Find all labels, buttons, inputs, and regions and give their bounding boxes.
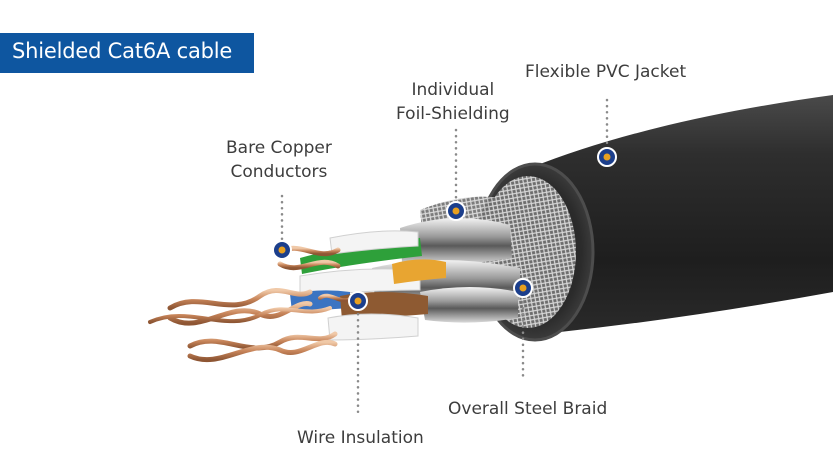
label-line: Wire Insulation	[297, 428, 424, 448]
bare-copper-pair	[187, 331, 338, 363]
label-wire-insulation: Wire Insulation	[297, 426, 424, 450]
label-individual-foil-shielding: Individual Foil-Shielding	[396, 78, 510, 126]
wire-insulation-orange	[392, 259, 446, 284]
title-banner: Shielded Cat6A cable	[0, 33, 254, 73]
label-bare-copper-conductors: Bare Copper Conductors	[226, 136, 332, 184]
marker-copper-conductors	[272, 240, 292, 260]
marker-steel-braid	[513, 278, 533, 298]
label-line: Foil-Shielding	[396, 104, 510, 124]
marker-wire-insulation	[348, 291, 368, 311]
label-overall-steel-braid: Overall Steel Braid	[448, 397, 607, 421]
label-line: Conductors	[230, 162, 328, 182]
wire-insulation-white	[327, 313, 419, 341]
label-line: Individual	[411, 80, 495, 100]
foil-shield	[400, 218, 512, 265]
page-title: Shielded Cat6A cable	[12, 39, 233, 63]
foil-shield	[420, 287, 518, 323]
label-line: Overall Steel Braid	[448, 399, 608, 419]
label-line: Bare Copper	[226, 138, 332, 158]
bare-copper-pair	[148, 306, 332, 324]
marker-pvc-jacket	[597, 147, 617, 167]
wire-insulation-white	[329, 230, 419, 255]
label-flexible-pvc-jacket: Flexible PVC Jacket	[525, 60, 686, 84]
label-line: Flexible PVC Jacket	[525, 62, 687, 82]
marker-foil-shielding	[446, 201, 466, 221]
